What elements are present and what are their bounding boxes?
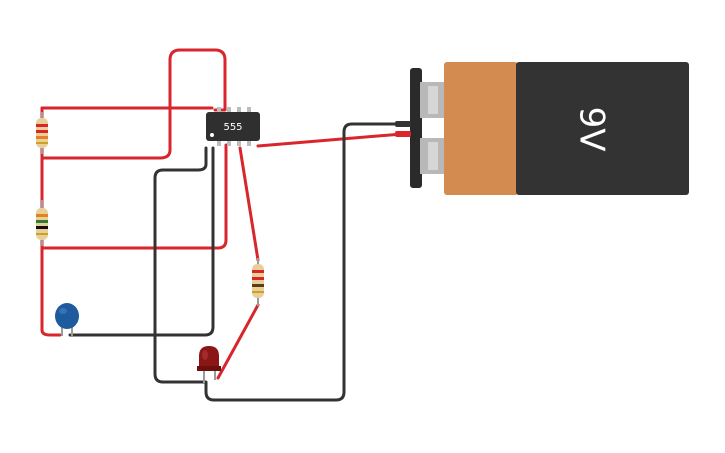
resistor-r2[interactable]: [36, 200, 48, 246]
battery-9v[interactable]: 9V: [395, 62, 689, 195]
resistor-r3[interactable]: [252, 258, 264, 306]
wire-left-vertical[interactable]: [40, 106, 62, 337]
wire-ic-to-led[interactable]: [153, 146, 208, 384]
battery-label: 9V: [572, 107, 612, 152]
ic-555[interactable]: 555: [206, 107, 260, 146]
battery-cap: [444, 62, 518, 195]
black-wires: [68, 122, 404, 402]
battery-terminal-bar: [410, 68, 422, 188]
resistor-r1[interactable]: [36, 112, 48, 154]
wire-cap-to-ic[interactable]: [68, 146, 215, 337]
wire-mid-loop[interactable]: [40, 143, 228, 250]
led[interactable]: [197, 346, 221, 383]
wire-r3-to-led[interactable]: [216, 303, 260, 380]
red-wires: [40, 48, 404, 380]
wire-vcc-to-battery[interactable]: [256, 132, 404, 148]
ic-label: 555: [223, 122, 242, 133]
wire-top-loop[interactable]: [40, 48, 227, 160]
wire-pin-to-r3[interactable]: [238, 146, 260, 262]
wire-led-to-battery[interactable]: [204, 122, 404, 402]
capacitor[interactable]: [55, 303, 79, 336]
battery-body: [516, 62, 689, 195]
